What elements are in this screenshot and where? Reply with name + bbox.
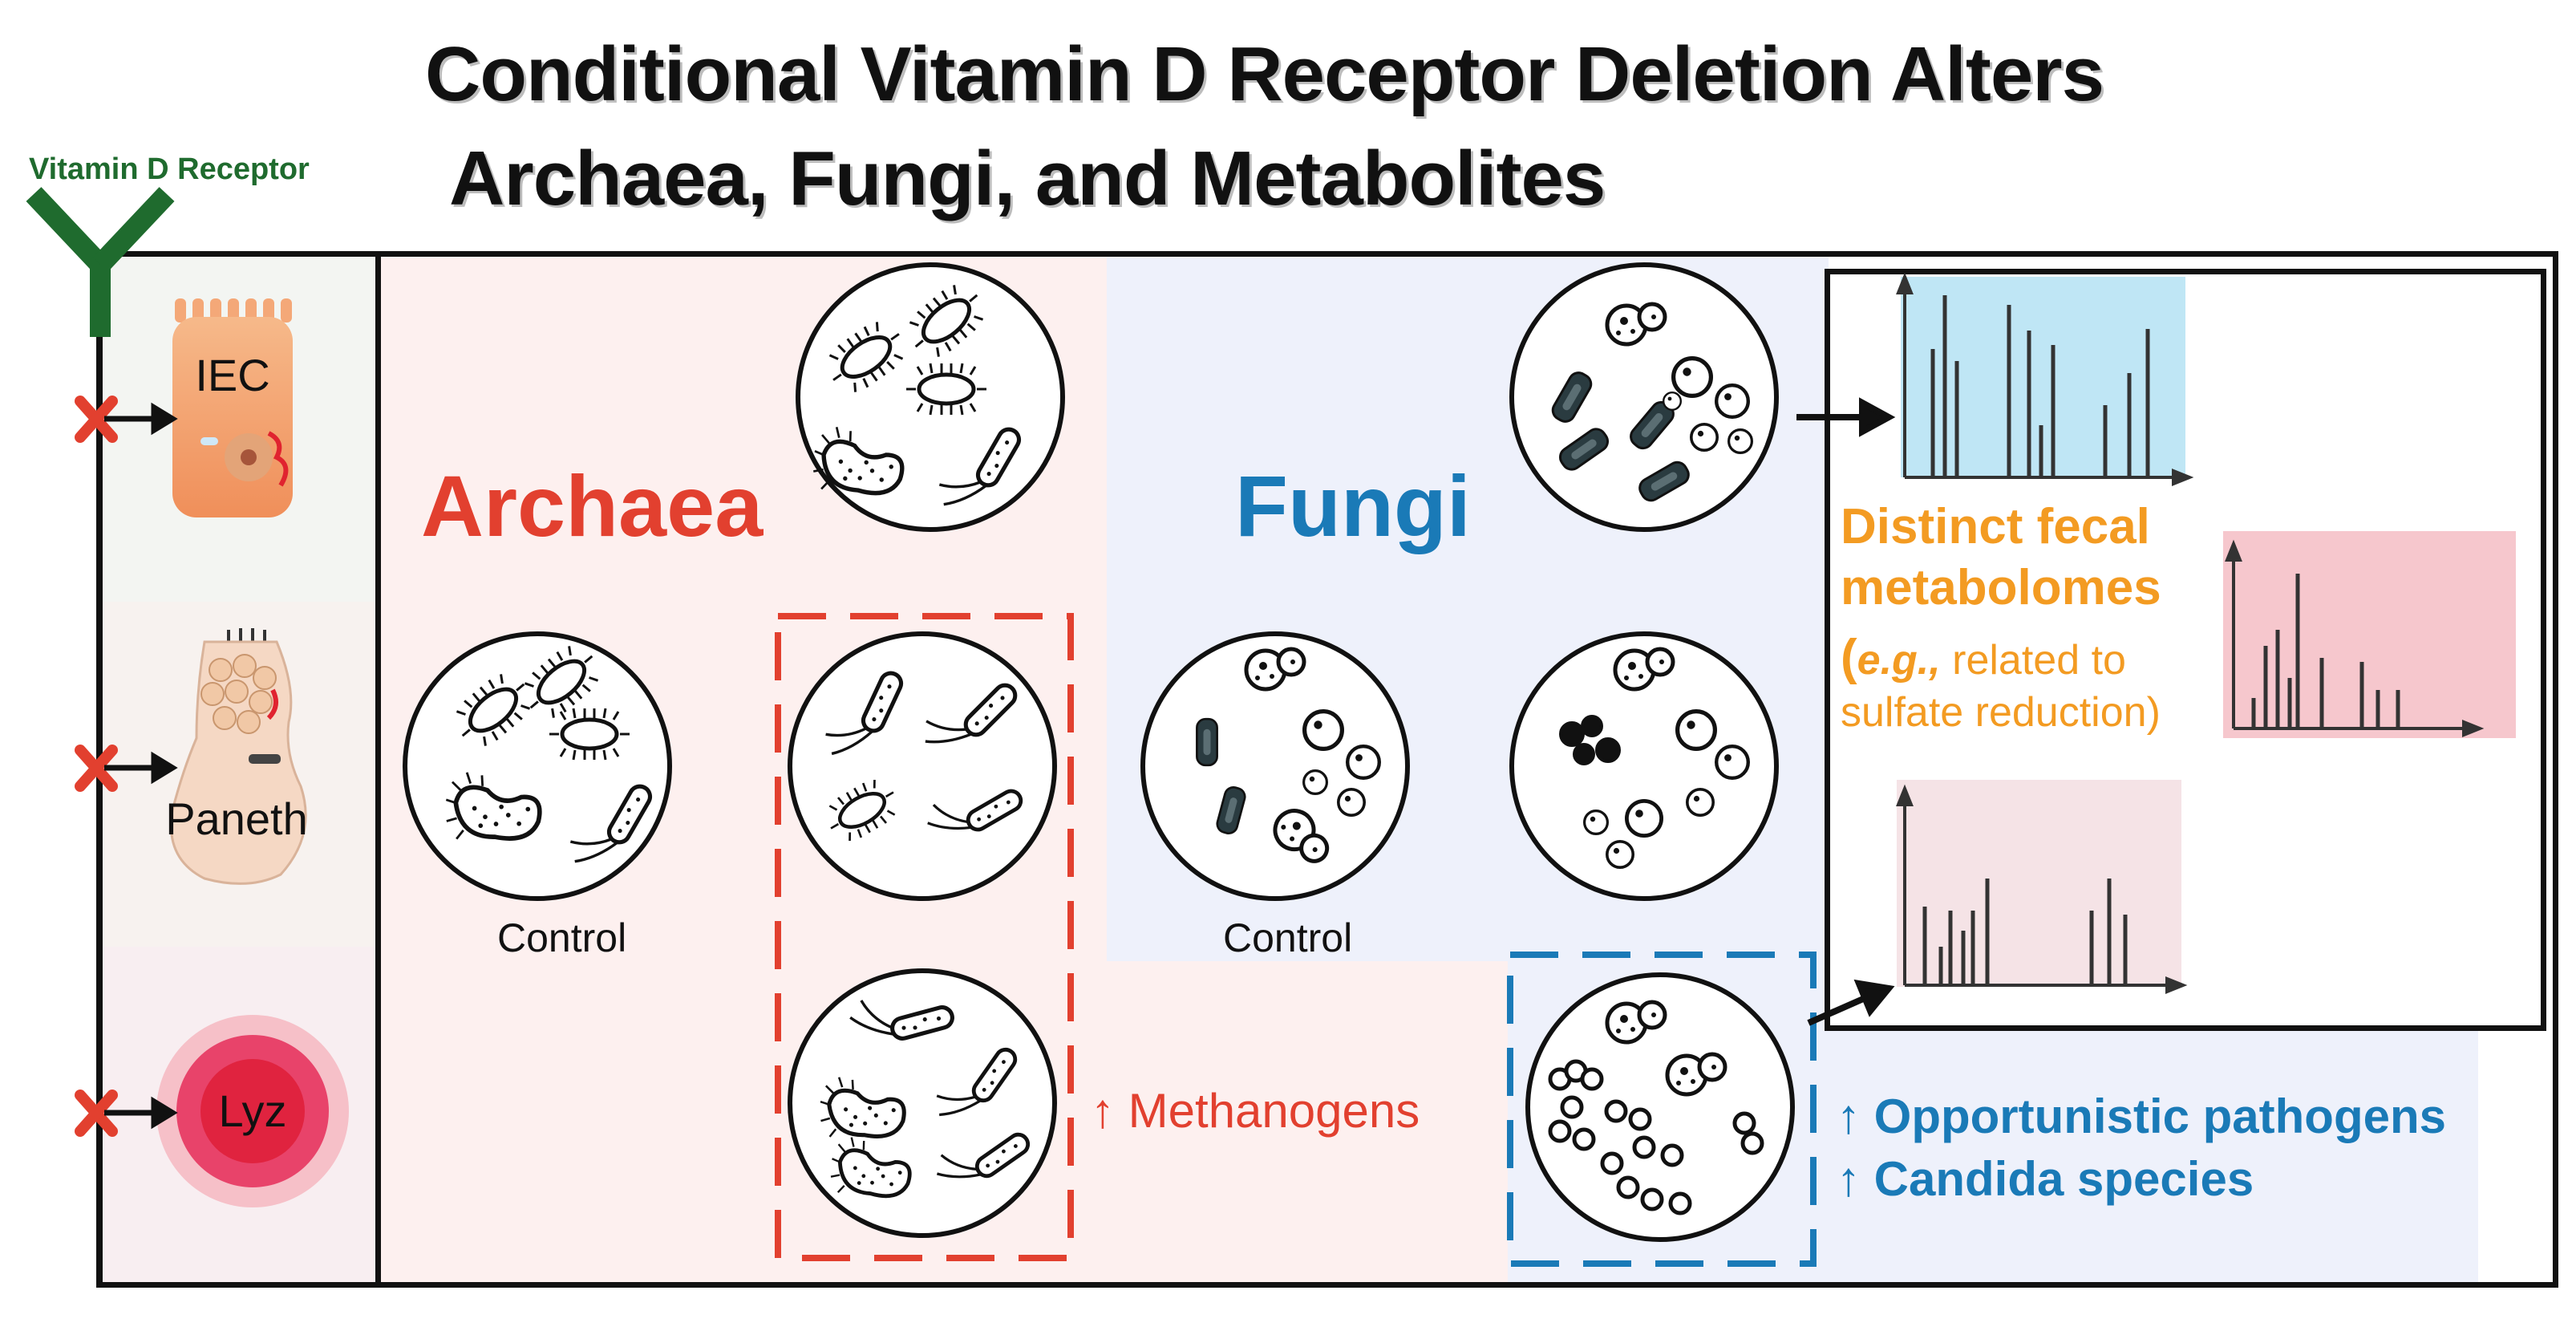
spectrum-blue-peaks — [1930, 295, 2150, 477]
fungi-heading: Fungi — [1235, 457, 1471, 554]
paneth-label: Paneth — [165, 793, 308, 844]
fungi-control-circle — [1140, 631, 1410, 901]
metabolome-line-1: Distinct fecal — [1841, 499, 2150, 554]
receptor-label: Vitamin D Receptor — [29, 152, 310, 186]
archaea-finding: ↑ Methanogens — [1091, 1084, 1420, 1138]
fungi-treated-mid-circle — [1509, 631, 1779, 901]
archaea-control-circle — [403, 631, 672, 901]
fungi-treated-top-circle — [1509, 262, 1779, 532]
fungi-finding-1: ↑ Opportunistic pathogens — [1837, 1090, 2446, 1143]
lyz-label: Lyz — [218, 1085, 287, 1136]
divider-left — [375, 251, 381, 1288]
eg-text: e.g., — [1857, 637, 1941, 684]
spectrum-arrows — [1796, 397, 1896, 1026]
spectrum-red-peaks — [2251, 574, 2400, 728]
iec-label: IEC — [195, 350, 270, 400]
spectrum-pink-peaks — [1922, 879, 2128, 985]
metabolome-line-4: sulfate reduction) — [1841, 689, 2161, 736]
archaea-heading: Archaea — [421, 457, 763, 554]
title-line-1: Conditional Vitamin D Receptor Deletion … — [425, 31, 2104, 117]
spectrum-pink-bg — [1897, 780, 2181, 987]
spectrum-red-axes — [2225, 539, 2485, 737]
metabolome-line-3: (e.g., related to — [1841, 631, 2126, 687]
archaea-control-label: Control — [497, 915, 627, 960]
fungi-treated-bottom-circle — [1525, 972, 1795, 1242]
fungi-finding-2: ↑ Candida species — [1837, 1152, 2254, 1206]
open-paren: ( — [1841, 630, 1857, 685]
archaea-treated-mid-circle — [788, 631, 1057, 901]
fungi-panel-lower-left — [1107, 961, 1508, 1282]
fungi-control-label: Control — [1223, 915, 1353, 960]
metabolome-line-2: metabolomes — [1841, 560, 2161, 615]
spectrum-red-bg — [2223, 531, 2516, 738]
archaea-treated-bottom-circle — [788, 968, 1057, 1238]
title-line-2: Archaea, Fungi, and Metabolites — [449, 136, 1606, 221]
related-text: related to — [1940, 637, 2126, 684]
archaea-treated-top-circle — [796, 262, 1065, 532]
